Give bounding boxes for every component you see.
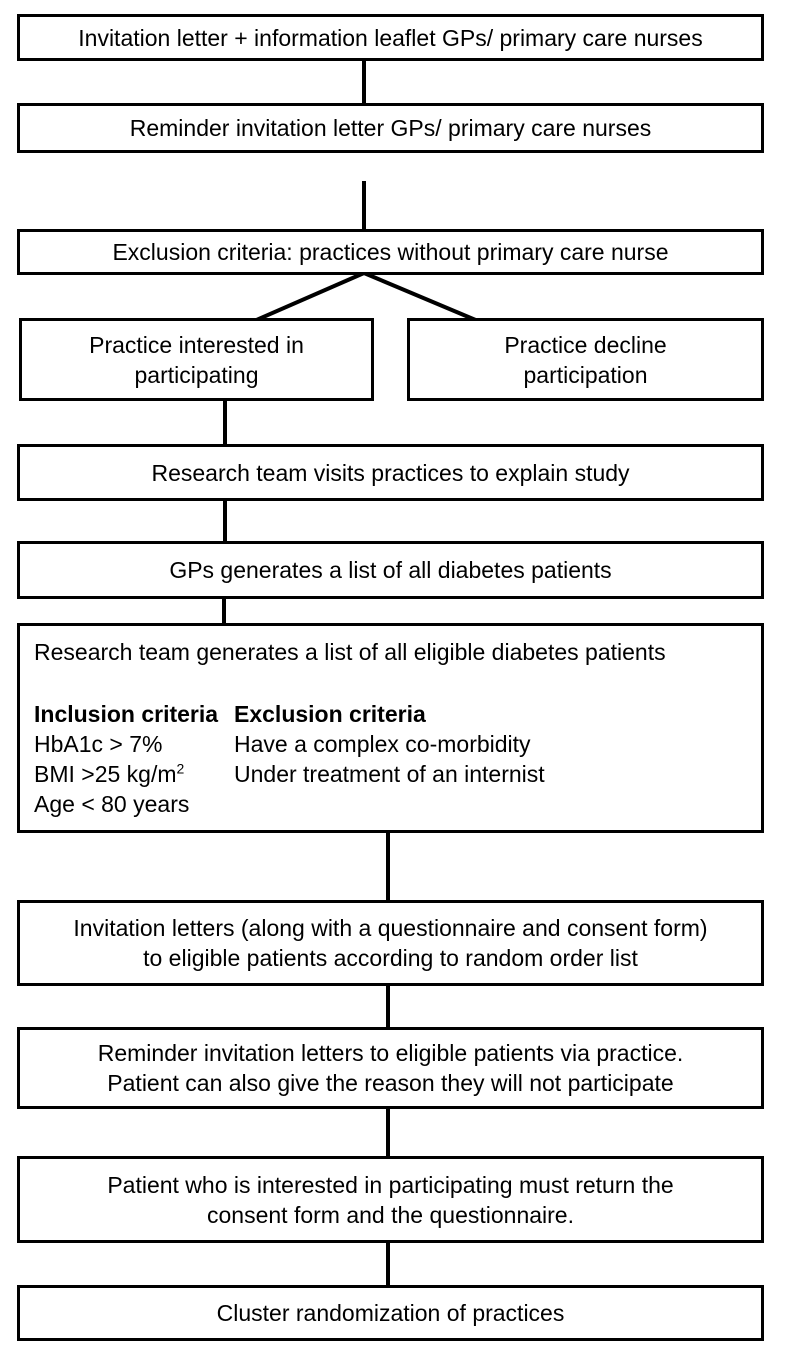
box-text-line: Reminder invitation letters to eligible … — [97, 1040, 684, 1066]
split-connector-left — [253, 271, 365, 323]
box-text-line: participation — [523, 361, 648, 388]
box-text-line: Practice decline — [504, 331, 667, 358]
flow-box-practice-decline: Practice decline participation — [407, 318, 764, 401]
box-text: Exclusion criteria: practices without pr… — [112, 239, 669, 265]
box-text: GPs generates a list of all diabetes pat… — [169, 557, 612, 583]
flow-box-practice-interested: Practice interested in participating — [19, 318, 374, 401]
flow-box-exclusion-practices: Exclusion criteria: practices without pr… — [17, 229, 764, 275]
bmi-superscript: 2 — [176, 760, 185, 777]
box-text-line: Patient can also give the reason they wi… — [107, 1070, 674, 1096]
inclusion-criteria-header: Inclusion criteria — [34, 701, 219, 727]
eligible-list-title: Research team generates a list of all el… — [34, 639, 666, 665]
inclusion-item-age: Age < 80 years — [34, 791, 190, 817]
box-text-line: to eligible patients according to random… — [143, 945, 638, 971]
criteria-columns: Inclusion criteria HbA1c > 7% BMI >25 kg… — [34, 699, 545, 819]
box-text-line: Invitation letters (along with a questio… — [73, 915, 708, 941]
bmi-text: BMI >25 kg/m — [34, 761, 177, 787]
flow-box-patient-return: Patient who is interested in participati… — [17, 1156, 764, 1243]
box-text-line: Patient who is interested in participati… — [107, 1171, 674, 1198]
box-text-line: participating — [134, 361, 259, 388]
flow-box-gps-list: GPs generates a list of all diabetes pat… — [17, 541, 764, 599]
flow-box-invitation-letters-patients: Invitation letters (along with a questio… — [17, 900, 764, 986]
box-text: Invitation letter + information leaflet … — [78, 24, 703, 51]
exclusion-item-internist: Under treatment of an internist — [234, 761, 545, 787]
exclusion-criteria-column: Exclusion criteria Have a complex co-mor… — [234, 699, 545, 819]
inclusion-item-hba1c: HbA1c > 7% — [34, 731, 163, 757]
inclusion-item-bmi: BMI >25 kg/m2 — [34, 759, 234, 789]
box-text: Research team visits practices to explai… — [151, 459, 630, 486]
box-text: Cluster randomization of practices — [216, 1300, 565, 1326]
box-text-line: consent form and the questionnaire. — [207, 1201, 574, 1228]
flow-box-reminder-letters-patients: Reminder invitation letters to eligible … — [17, 1027, 764, 1109]
flow-box-research-visits: Research team visits practices to explai… — [17, 444, 764, 501]
flow-box-invitation-letter: Invitation letter + information leaflet … — [17, 14, 764, 61]
exclusion-criteria-header: Exclusion criteria — [234, 701, 426, 727]
inclusion-criteria-column: Inclusion criteria HbA1c > 7% BMI >25 kg… — [34, 699, 234, 819]
split-connector-right — [363, 271, 479, 323]
box-text: Reminder invitation letter GPs/ primary … — [129, 115, 652, 141]
box-text-line: Practice interested in — [89, 331, 304, 358]
flow-box-eligible-list: Research team generates a list of all el… — [17, 623, 764, 833]
flow-box-cluster-randomization: Cluster randomization of practices — [17, 1285, 764, 1341]
exclusion-item-comorbidity: Have a complex co-morbidity — [234, 731, 531, 757]
flow-box-reminder-letter: Reminder invitation letter GPs/ primary … — [17, 103, 764, 153]
